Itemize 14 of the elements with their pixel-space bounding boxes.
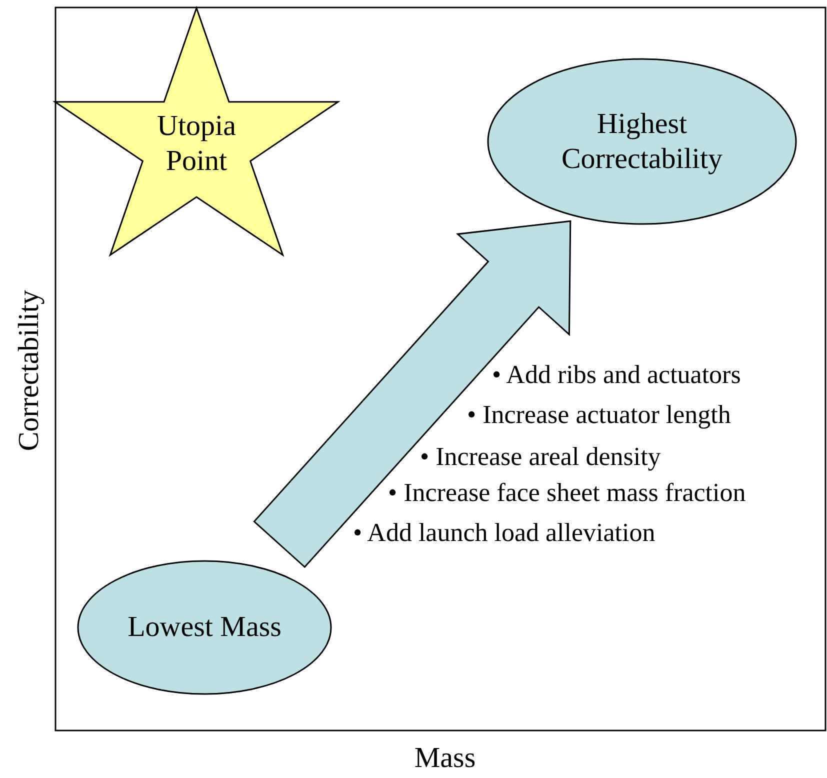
ellipse-node xyxy=(487,58,797,225)
bullet-item: • Increase areal density xyxy=(420,442,661,472)
ellipse-node xyxy=(77,560,332,695)
node-label: Utopia Point xyxy=(156,108,237,178)
axis-label: Correctability xyxy=(14,289,46,451)
bullet-item: • Increase actuator length xyxy=(467,400,731,430)
block-arrow xyxy=(253,220,572,568)
axis-label: Mass xyxy=(414,742,476,775)
bullet-item: • Increase face sheet mass fraction xyxy=(388,478,746,508)
node-label: Lowest Mass xyxy=(128,610,282,645)
bullet-item: • Add ribs and actuators xyxy=(492,360,741,390)
bullet-item: • Add launch load alleviation xyxy=(353,518,656,548)
star-node xyxy=(55,8,338,255)
node-label: Highest Correctability xyxy=(560,106,724,176)
